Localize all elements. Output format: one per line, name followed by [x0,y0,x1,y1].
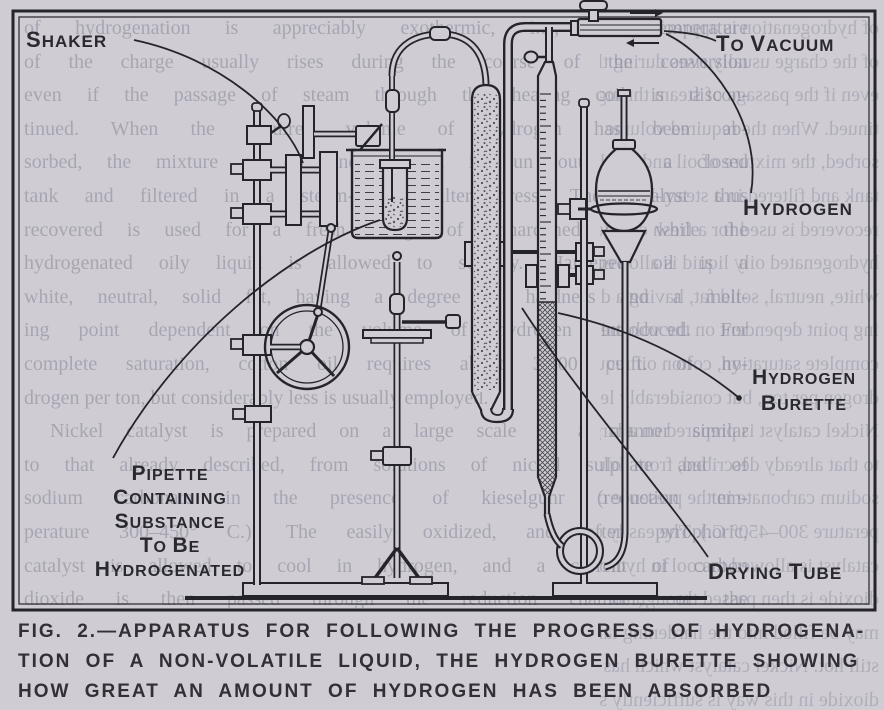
shaker-mechanism [263,151,351,391]
three-way-stopcock [570,0,663,38]
figure-caption-line1: FIG. 2.—APPARATUS FOR FOLLOWING THE PROG… [18,621,866,642]
reaction-pipette [379,74,411,232]
label-shaker: SHAKER [26,27,108,52]
figure-caption-line2: TION OF A NON-VOLATILE LIQUID, THE HYDRO… [18,651,860,672]
leveling-bulb [543,89,659,575]
label-pipette-line4: TO BE [139,534,201,557]
label-pipette-line3: SUBSTANCE [114,510,226,533]
retort-stand-right [557,98,590,584]
label-pipette-line5: HYDROGENATED [94,558,246,581]
flow-arrow-left-icon [626,39,659,47]
flow-arrow-right-icon [630,9,663,17]
retort-stand-left [230,102,383,585]
leader-lines [112,30,754,558]
label-hydrogen-burette-line1: HYDROGEN [751,366,857,389]
label-hydrogen: HYDROGEN [743,195,853,220]
drying-tube-u [470,22,578,424]
support-stand-middle [361,251,461,585]
label-to-vacuum: TO VACUUM [716,31,835,56]
figure-caption-line3: HOW GREAT AN AMOUNT OF HYDROGEN HAS BEEN… [18,681,773,702]
label-pipette-line2: CONTAINING [113,486,227,509]
showthrough-text-block: of hydrogenation is appreciably exotherm… [24,17,748,608]
label-hydrogen-burette-line2: BURETTE [760,392,848,415]
label-drying-tube: DRYING TUBE [708,559,843,584]
connecting-tube-arch [388,26,490,85]
figure-frame [11,9,877,612]
base-plates [185,582,707,600]
label-pipette-line1: PIPETTE [131,462,209,485]
